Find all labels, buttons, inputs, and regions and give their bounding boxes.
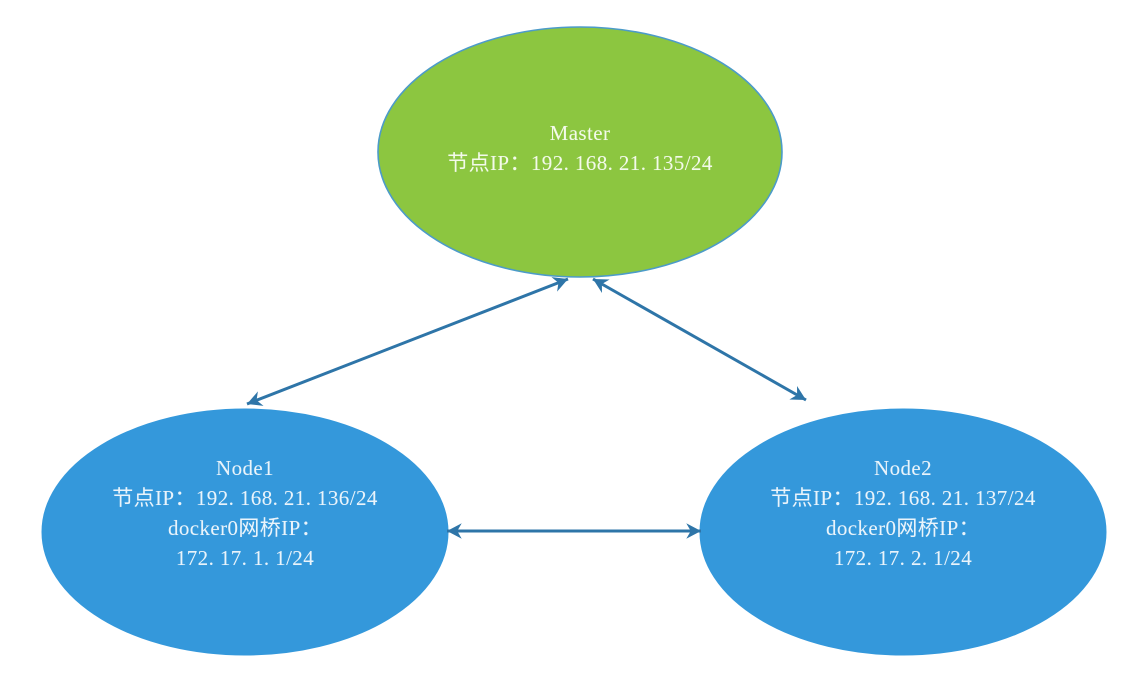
connector-master-node1[interactable]: [246, 277, 569, 406]
connector-master-node2[interactable]: [592, 277, 807, 402]
connector-group: [246, 277, 807, 406]
node-ellipse-node1[interactable]: [41, 408, 449, 656]
node-ellipse-master[interactable]: [377, 26, 783, 278]
node-ellipse-node2[interactable]: [699, 408, 1107, 656]
